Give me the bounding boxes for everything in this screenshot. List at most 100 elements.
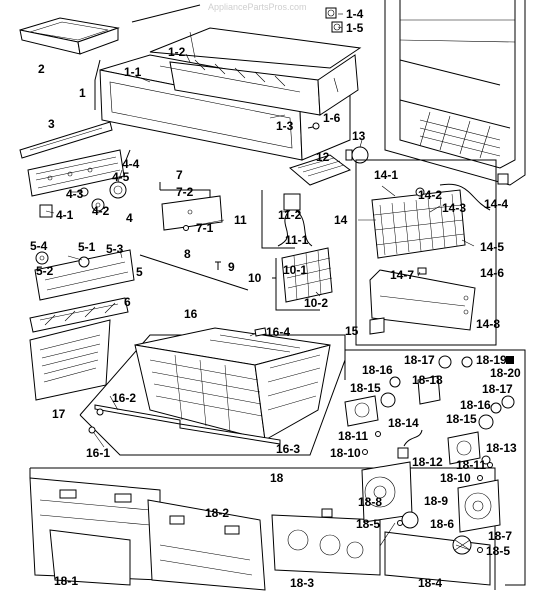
label-18-8: 18-8 [358,495,382,509]
part-18-13-sensor[interactable] [481,455,491,465]
part-18-1-panel[interactable] [29,477,161,586]
part-13-lamp[interactable] [345,146,369,164]
label-16-2: 16-2 [112,391,136,405]
part-1-4-clip[interactable] [325,7,337,19]
part-2-tray[interactable] [19,17,120,55]
label-16-4: 16-4 [266,325,290,339]
label-14: 14 [334,213,348,227]
watermark: AppliancePartsPros.com [208,2,307,12]
label-11-2: 11-2 [278,208,302,222]
label-18-7: 18-7 [488,529,512,543]
part-5-4-gear[interactable] [35,251,49,265]
label-14-5: 14-5 [480,240,504,254]
label-18-17-b: 18-17 [482,382,513,396]
part-18-5-screw[interactable] [397,520,483,553]
part-6-strip[interactable] [29,297,129,333]
label-4-1: 4-1 [56,208,74,222]
part-18-15-gear[interactable] [380,392,494,430]
part-14-2-sensor[interactable] [415,187,425,197]
part-7-bracket[interactable] [159,182,223,231]
part-17-panel[interactable] [29,319,111,401]
label-18-11-b: 18-11 [456,458,486,472]
label-18-16-a: 18-16 [362,363,393,377]
part-14-3-evaporator[interactable] [371,189,466,259]
part-5-1-gear[interactable] [78,256,90,268]
label-14-4: 14-4 [484,197,508,211]
part-14-4-wire[interactable] [439,183,491,211]
label-16: 16 [184,307,198,321]
part-14-7-clip[interactable] [417,267,427,275]
part-16-2-rail[interactable] [94,404,281,445]
part-18-2-panel[interactable] [147,499,266,591]
label-3: 3 [48,117,55,131]
part-9-screw[interactable] [215,261,221,270]
part-1-2-bin[interactable] [149,27,362,116]
part-1-6-screw[interactable] [307,122,320,130]
label-18-19: 18-19 [476,353,507,367]
label-18-20: 18-20 [490,366,521,380]
part-4-assembly[interactable] [27,149,125,197]
part-16-4-clip[interactable] [254,327,267,337]
leader-lines [45,13,475,551]
part-16-3-basket[interactable] [134,327,331,441]
label-18-13: 18-13 [486,441,517,455]
part-18-16-gear[interactable] [389,376,502,414]
label-9: 9 [228,260,235,274]
part-18-8-fan-housing[interactable] [361,461,413,523]
label-15: 15 [345,324,359,338]
label-2: 2 [38,62,45,76]
part-18-18-housing[interactable] [417,375,441,405]
part-18-19-cap[interactable] [461,356,473,368]
part-14-8-cover[interactable] [369,269,476,331]
part-18-6-motor[interactable] [401,511,419,529]
label-17: 17 [52,407,66,421]
label-18-18: 18-18 [412,373,443,387]
label-4: 4 [126,211,133,225]
part-18-10-screw[interactable] [362,449,483,481]
refrigerator-cabinet[interactable] [384,0,526,186]
label-16-3: 16-3 [276,442,300,456]
label-14-1: 14-1 [374,168,398,182]
part-8-rod[interactable] [139,254,249,291]
label-1-4: 1-4 [346,7,364,21]
part-1-5-clip[interactable] [331,21,343,33]
part-5-damper[interactable] [34,249,135,301]
label-18-5-a: 18-5 [356,517,380,531]
part-18-7-fan-blade[interactable] [452,535,472,555]
part-3-rail[interactable] [19,121,113,159]
label-18-15-a: 18-15 [350,381,381,395]
part-7-1-screw[interactable] [183,225,189,231]
part-11-harness[interactable] [277,193,313,247]
label-1: 1 [79,86,86,100]
label-18-4: 18-4 [418,576,442,590]
label-18-11-a: 18-11 [338,429,368,443]
label-10-1: 10-1 [283,263,307,277]
label-12: 12 [316,150,330,164]
part-18-17-gear[interactable] [438,355,515,409]
part-11-bracket [261,190,295,249]
label-7: 7 [176,168,183,182]
part-15-block[interactable] [369,317,385,335]
label-14-8: 14-8 [476,317,500,331]
part-16-1-screw[interactable] [88,408,104,434]
label-11: 11 [234,213,247,227]
part-18-3-plate[interactable] [271,508,381,576]
part-10-filter-grid[interactable] [281,247,333,303]
part-12-grille[interactable] [288,154,352,186]
label-10-2: 10-2 [304,296,328,310]
label-18-1: 18-1 [54,574,78,588]
label-18-9: 18-9 [424,494,448,508]
label-4-5: 4-5 [112,170,130,184]
label-14-2: 14-2 [418,188,442,202]
part-18-20-square[interactable] [506,356,514,364]
part-4-5-gear[interactable] [109,181,127,199]
part-18-11-screw[interactable] [375,431,493,468]
part-4-2-gear[interactable] [91,198,105,212]
label-1-2: 1-2 [168,45,186,59]
part-18-12-connector[interactable] [397,429,423,459]
part-18-14-motor-assembly[interactable] [344,395,481,465]
label-6: 6 [124,295,131,309]
label-18-5-b: 18-5 [486,544,510,558]
part-18-frame [29,349,526,590]
part-18-9-fan-housing[interactable] [457,479,501,533]
